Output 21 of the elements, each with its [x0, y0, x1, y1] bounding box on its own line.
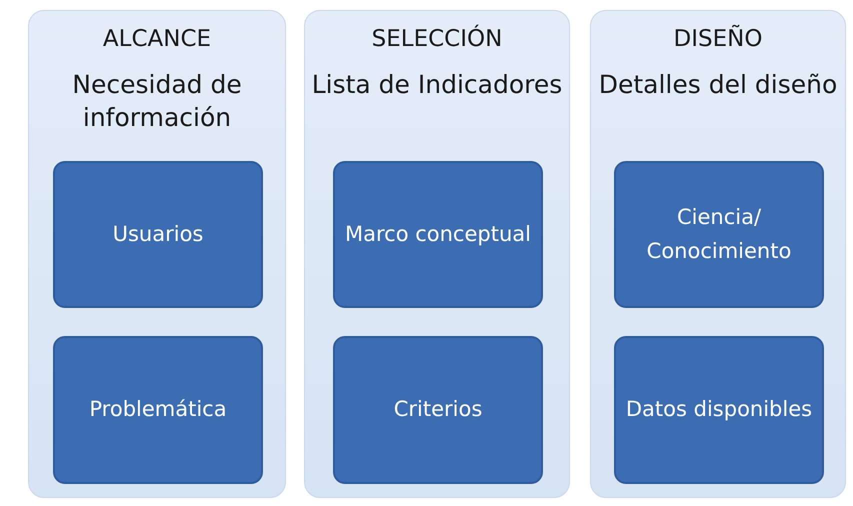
topic-box	[614, 161, 824, 308]
column-subtitle: Necesidad de información	[71, 69, 243, 134]
topic-label: Marco conceptual	[345, 220, 531, 248]
topic-box	[53, 336, 263, 484]
topic-box	[333, 161, 543, 308]
topic-label: Datos disponibles	[626, 396, 812, 424]
topic-label: Ciencia/ Conocimiento	[646, 204, 792, 264]
topic-label: Criterios	[394, 396, 482, 424]
topic-label: Problemática	[89, 396, 227, 424]
topic-label: Usuarios	[112, 220, 204, 248]
column-panel	[304, 10, 570, 498]
topic-box	[53, 161, 263, 308]
column-subtitle: Detalles del diseño	[598, 69, 838, 101]
topic-box	[614, 336, 824, 484]
column-panel	[28, 10, 286, 498]
topic-box	[333, 336, 543, 484]
column-panel	[590, 10, 846, 498]
column-subtitle: Lista de Indicadores	[310, 69, 564, 101]
column-title: DISEÑO	[672, 25, 764, 54]
column-title: SELECCIÓN	[370, 25, 504, 54]
column-title: ALCANCE	[102, 25, 212, 54]
